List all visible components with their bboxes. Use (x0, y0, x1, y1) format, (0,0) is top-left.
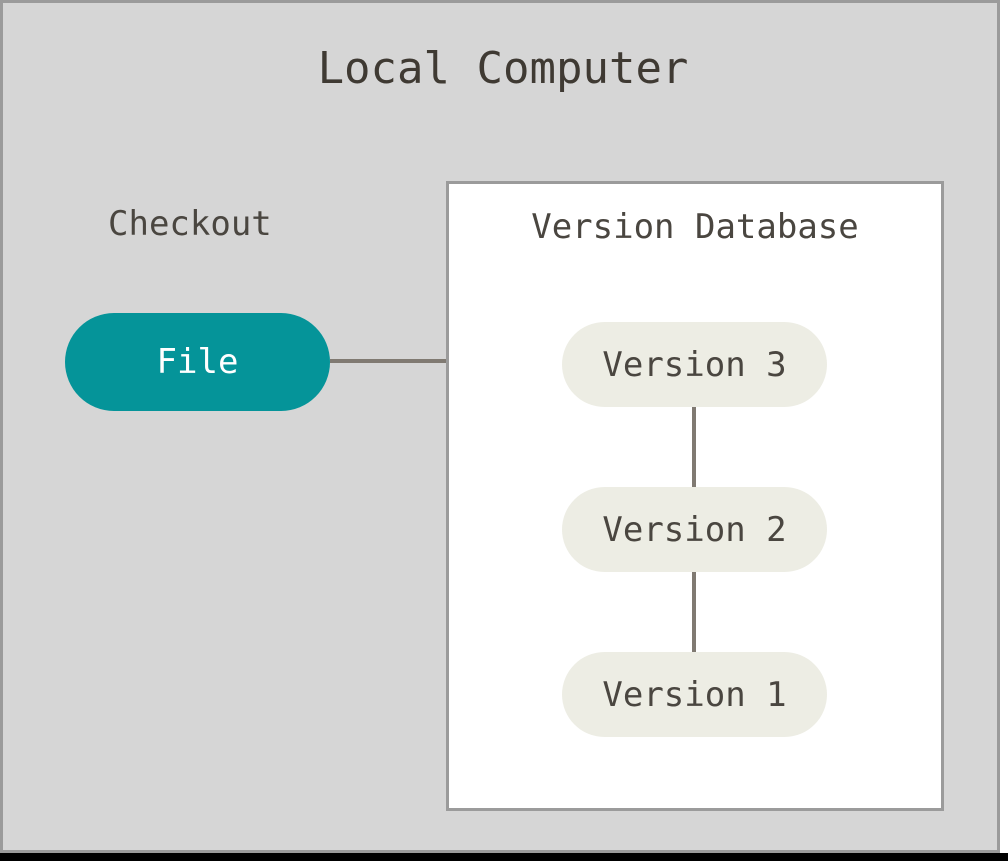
connector-version2-to-version1 (692, 572, 696, 652)
file-node[interactable]: File (65, 313, 330, 411)
version-database-box: Version Database Version 3 Version 2 Ver… (446, 181, 944, 811)
version-node-3-label: Version 3 (602, 344, 787, 385)
page-title: Local Computer (317, 43, 689, 94)
version-node-2[interactable]: Version 2 (562, 487, 827, 572)
connector-version3-to-version2 (692, 407, 696, 487)
version-database-title: Version Database (531, 207, 859, 247)
version-node-1[interactable]: Version 1 (562, 652, 827, 737)
version-node-3[interactable]: Version 3 (562, 322, 827, 407)
version-node-2-label: Version 2 (602, 509, 787, 550)
connector-file-to-version3 (330, 359, 559, 363)
file-node-label: File (156, 342, 239, 382)
version-node-1-label: Version 1 (602, 674, 787, 715)
bottom-rule (0, 853, 1008, 861)
checkout-label: Checkout (108, 204, 272, 244)
